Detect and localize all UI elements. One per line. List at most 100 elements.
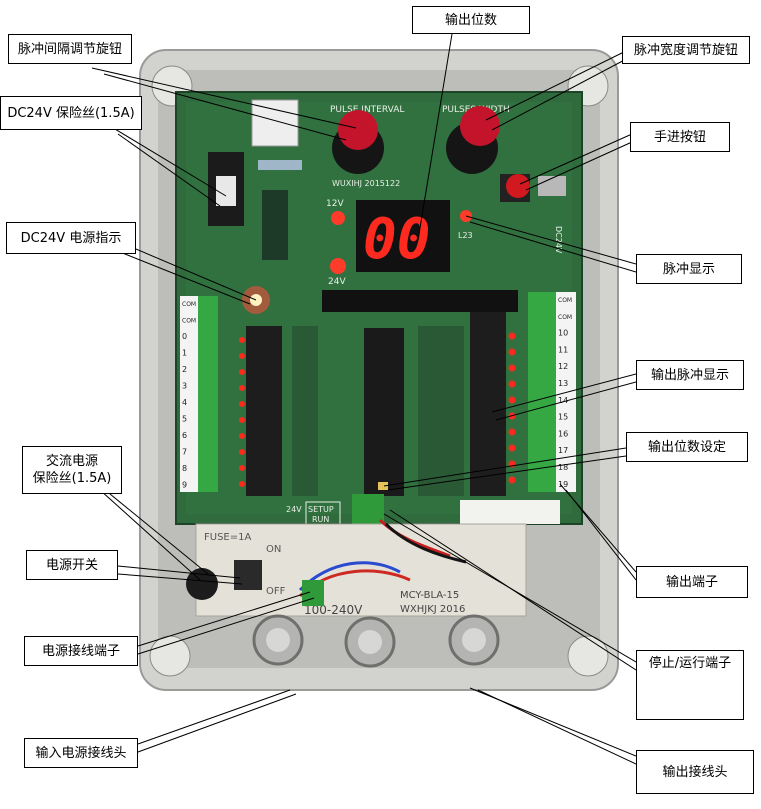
terminal-label: 16 [558, 429, 568, 438]
output-pulse-led [508, 332, 516, 340]
ic-socket [364, 328, 404, 496]
output-pulse-led [239, 337, 245, 343]
terminal-label: 10 [558, 329, 568, 338]
callout-manual-button: 手进按钮 [630, 122, 730, 152]
led-pulse [460, 210, 472, 222]
mcy-silk: MCY-BLA-15 [400, 590, 459, 601]
power-switch-body [234, 560, 262, 590]
terminal-label: 13 [558, 379, 568, 388]
led-12v [331, 211, 345, 225]
terminal-label: 15 [558, 413, 568, 422]
terminal-label: COM [182, 318, 196, 325]
manual-button-cap [506, 174, 530, 198]
terminal-label: 11 [558, 345, 568, 354]
callout-input-power-connector: 输入电源接线头 [24, 738, 138, 768]
dc24v-power-led [250, 294, 262, 306]
voltage-silk: 100-240V [304, 603, 363, 617]
callout-output-digits: 输出位数 [412, 6, 530, 34]
output-pulse-led [508, 444, 516, 452]
right-terminal-labels [556, 292, 576, 492]
on-silk: ON [266, 544, 281, 555]
callout-output-terminal: 输出端子 [636, 566, 748, 598]
pcb-sticker [460, 500, 560, 524]
callout-pulse-interval-knob: 脉冲间隔调节旋钮 [8, 34, 132, 64]
led-12v-label: 12V [326, 199, 344, 209]
dc24v-fuse [216, 176, 236, 206]
stop-run-terminal-block [352, 494, 384, 524]
output-pulse-led [239, 353, 245, 359]
terminal-label: 14 [558, 396, 568, 405]
cable-gland-inner [462, 628, 486, 652]
model-silk: WUXIHJ 2015122 [332, 179, 400, 188]
pulse-interval-silk: PULSE INTERVAL [330, 105, 404, 115]
terminal-label: 3 [182, 382, 187, 391]
output-pulse-led [239, 433, 245, 439]
output-pulse-led [239, 449, 245, 455]
ac-fuse-cap [186, 568, 218, 600]
cable-gland-inner [266, 628, 290, 652]
output-pulse-led [508, 396, 516, 404]
output-pulse-led [239, 481, 245, 487]
output-pulse-led [508, 476, 516, 484]
resistor-bank-right [418, 326, 464, 496]
terminal-label: 2 [182, 365, 187, 374]
callout-output-pulse-display: 输出脉冲显示 [636, 360, 744, 390]
output-pulse-led [239, 369, 245, 375]
company-silk: WXHJKJ 2016 [400, 604, 465, 615]
callout-power-terminal: 电源接线端子 [24, 636, 138, 666]
callout-output-digits-setting: 输出位数设定 [626, 432, 748, 462]
terminal-label: COM [558, 297, 572, 304]
led-24v [330, 258, 346, 274]
top-connector [251, 99, 299, 147]
output-pulse-led [239, 417, 245, 423]
dc24v-silk: DC24V [554, 226, 563, 254]
output-digit-jumper [378, 482, 388, 490]
output-pulse-led [239, 401, 245, 407]
led-24v-label: 24V [328, 277, 346, 287]
corner-post [567, 635, 609, 677]
callout-pulse-width-knob: 脉冲宽度调节旋钮 [622, 36, 750, 64]
manual-button-jack [538, 176, 566, 196]
callout-power-switch: 电源开关 [26, 550, 118, 580]
resistor-column [262, 190, 288, 260]
ac-fuse-line2: 保险丝(1.5A) [32, 471, 112, 486]
seven-segment-digits: 00 [363, 207, 430, 272]
output-pulse-led [239, 385, 245, 391]
terminal-label: 8 [182, 464, 187, 473]
terminal-label: 7 [182, 448, 187, 457]
terminal-label: 9 [182, 481, 187, 490]
setup-silk: SETUP [308, 505, 334, 514]
terminal-label: 0 [182, 332, 187, 341]
power-terminal-block [302, 580, 324, 606]
output-pulse-led [508, 428, 516, 436]
ac-fuse-line1: 交流电源 [45, 454, 98, 469]
pulse-width-knob-cap [460, 106, 500, 146]
terminal-label: 1 [182, 349, 187, 358]
callout-ac-fuse: 交流电源 保险丝(1.5A) [22, 446, 122, 494]
silk-24v: 24V [286, 505, 302, 514]
callout-stop-run-terminal: 停止/运行端子 [636, 650, 744, 720]
terminal-label: 18 [558, 463, 568, 472]
run-silk: RUN [312, 515, 329, 524]
output-pulse-led [508, 412, 516, 420]
terminal-label: 6 [182, 431, 187, 440]
terminal-label: 4 [182, 398, 187, 407]
terminal-label: 12 [558, 362, 568, 371]
terminal-label: COM [558, 314, 572, 321]
driver-bank-left [246, 326, 282, 496]
output-pulse-led [239, 465, 245, 471]
terminal-label: 5 [182, 415, 187, 424]
callout-dc24v-fuse: DC24V 保险丝(1.5A) [0, 96, 142, 130]
corner-post [149, 635, 191, 677]
fuse-silk: FUSE=1A [204, 532, 251, 543]
callout-pulse-display: 脉冲显示 [636, 254, 742, 284]
ic-strip [322, 290, 518, 312]
resistor-bank-left [292, 326, 318, 496]
output-pulse-led [508, 460, 516, 468]
terminal-label: 19 [558, 480, 568, 489]
off-silk: OFF [266, 586, 286, 597]
callout-output-connector: 输出接线头 [636, 750, 754, 794]
callout-dc24v-power-indicator: DC24V 电源指示 [6, 222, 136, 254]
output-pulse-led [508, 380, 516, 388]
